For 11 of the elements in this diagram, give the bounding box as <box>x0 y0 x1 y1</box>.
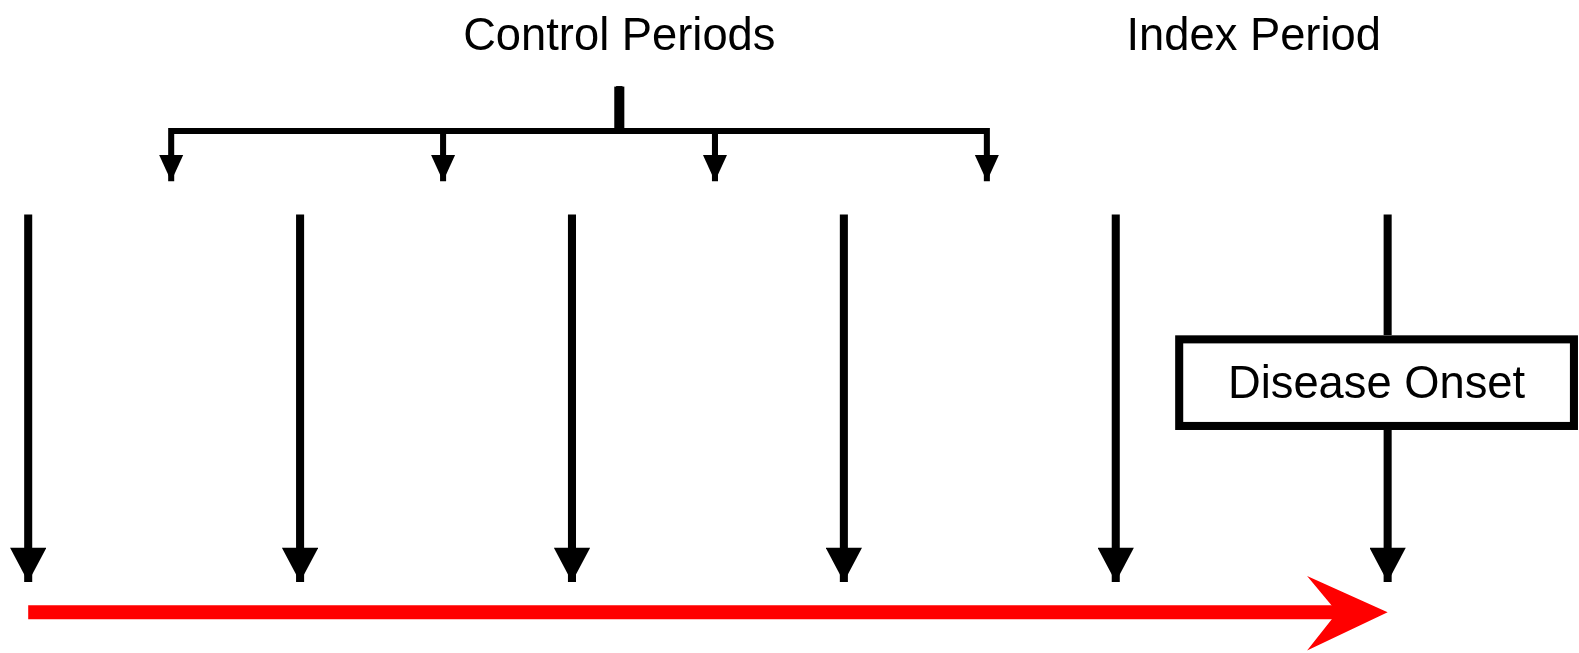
arrow <box>281 214 319 583</box>
connector-line <box>1383 214 1392 336</box>
period-label: Control Periods <box>417 10 821 63</box>
period-label: Index Period <box>1067 10 1440 63</box>
arrow <box>1097 214 1134 583</box>
event-label: Disease Onset <box>1227 357 1526 408</box>
arrow <box>825 214 862 583</box>
arrow <box>10 214 47 583</box>
event-box <box>1175 335 1578 430</box>
arrow <box>1369 430 1406 583</box>
arrow <box>553 214 591 583</box>
